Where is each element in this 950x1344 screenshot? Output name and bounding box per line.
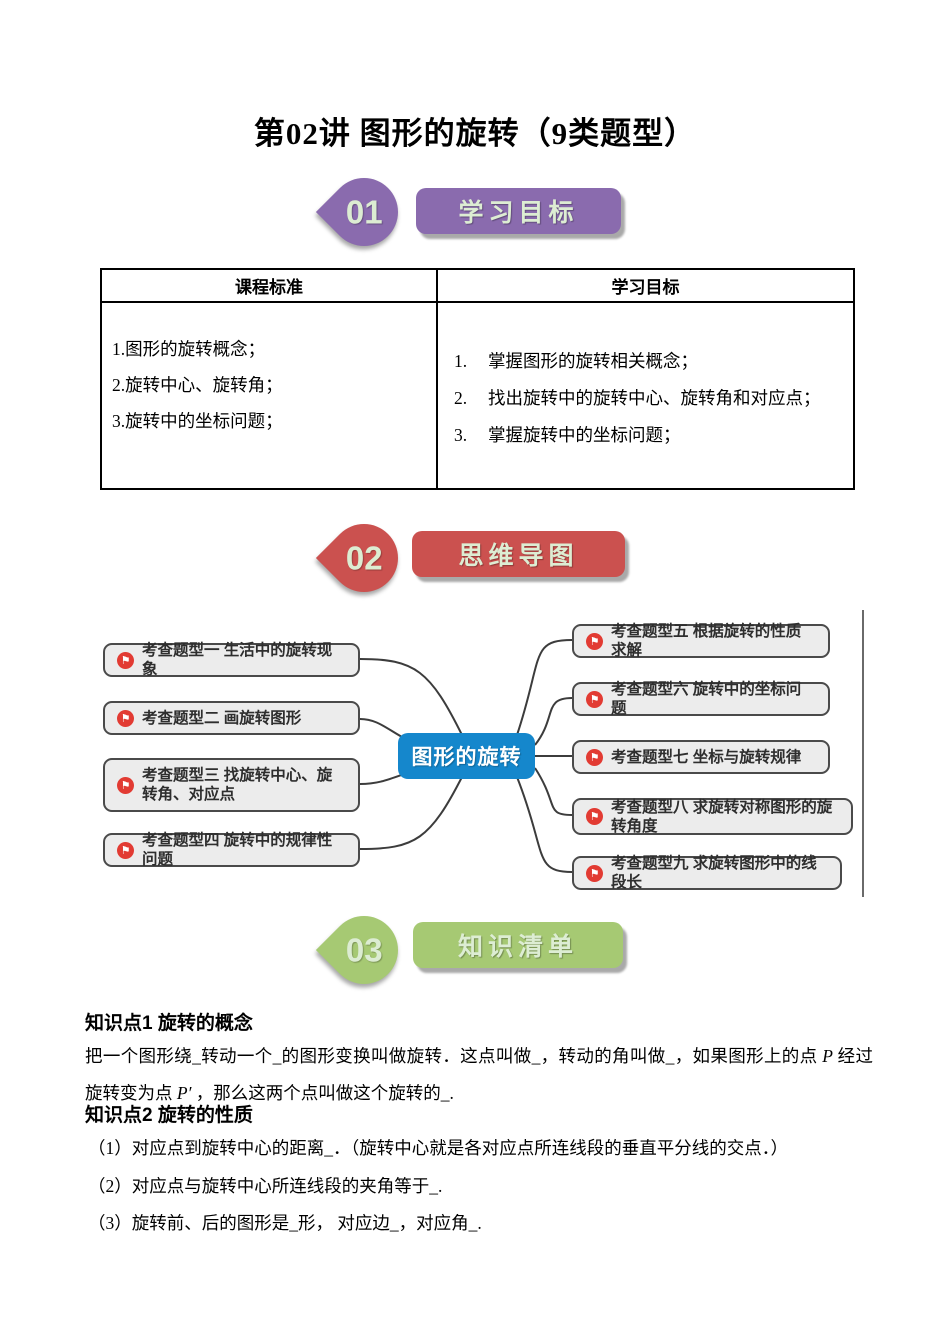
table-header-row: 课程标准 学习目标 [102, 270, 853, 303]
table-cell-goals: 1. 掌握图形的旋转相关概念； 2. 找出旋转中的旋转中心、旋转角和对应点； 3… [438, 303, 853, 490]
section-01-label: 学习目标 [458, 199, 579, 227]
goal-item-text: 掌握旋转中的坐标问题； [488, 425, 681, 445]
goal-item-text: 掌握图形的旋转相关概念； [488, 351, 698, 371]
section-03-number: 03 [345, 931, 383, 968]
goal-item-number: 3. [454, 425, 468, 445]
flag-icon: ⚑ [117, 651, 134, 669]
standards-item: 1.图形的旋转概念； [112, 339, 266, 359]
paragraph-text: ，那么这两个点叫做这个旋转的_. [195, 1083, 454, 1103]
paragraph-text: 经过旋转变为点 [85, 1046, 874, 1103]
section-02-label: 思维导图 [458, 542, 579, 570]
knowledge-point-1-heading: 知识点1 旋转的概念 [85, 1013, 253, 1034]
property-item-1: （1）对应点到旋转中心的距离_．（旋转中心就是各对应点所连线段的垂直平分线的交点… [88, 1138, 788, 1158]
goal-item-number: 1. [454, 351, 468, 371]
section-02-badge: 02 [315, 509, 413, 607]
goal-item: 2. 找出旋转中的旋转中心、旋转角和对应点； [454, 380, 853, 417]
mindmap-node-type8: ⚑ 考查题型八 求旋转对称图形的旋转角度 [572, 798, 853, 835]
mindmap-node-label: 考查题型八 求旋转对称图形的旋转角度 [611, 798, 833, 835]
flag-icon: ⚑ [586, 632, 603, 650]
mindmap-node-type9: ⚑ 考查题型九 求旋转图形中的线段长 [572, 855, 842, 891]
mindmap-node-type5: ⚑ 考查题型五 根据旋转的性质求解 [572, 623, 830, 659]
goal-item-number: 2. [454, 388, 468, 408]
mindmap-center-label: 图形的旋转 [411, 746, 522, 769]
standards-item: 3.旋转中的坐标问题； [112, 411, 283, 431]
flag-icon: ⚑ [117, 841, 134, 859]
section-02-number: 02 [345, 539, 383, 576]
knowledge-point-1-paragraph: 把一个图形绕_转动一个_的图形变换叫做旋转．这点叫做_，转动的角叫做_，如果图形… [85, 1038, 873, 1112]
mindmap-center-node: 图形的旋转 [398, 733, 535, 779]
goal-item: 1. 掌握图形的旋转相关概念； [454, 343, 853, 380]
mindmap-node-type2: ⚑ 考查题型二 画旋转图形 [103, 701, 360, 735]
flag-icon: ⚑ [586, 690, 603, 708]
objectives-table: 课程标准 学习目标 1.图形的旋转概念； 2.旋转中心、旋转角； 3.旋转中的坐… [100, 268, 855, 490]
flag-icon: ⚑ [117, 709, 134, 727]
section-03-label: 知识清单 [457, 933, 578, 961]
knowledge-point-2-heading: 知识点2 旋转的性质 [85, 1105, 253, 1126]
page-title: 第02讲 图形的旋转（9类题型） [253, 116, 697, 151]
section-01-badge: 01 [315, 163, 413, 261]
mindmap-node-label: 考查题型二 画旋转图形 [142, 709, 302, 727]
mindmap-node-type1: ⚑ 考查题型一 生活中的旋转现象 [103, 642, 360, 678]
table-body-row: 1.图形的旋转概念； 2.旋转中心、旋转角； 3.旋转中的坐标问题； 1. 掌握… [102, 303, 853, 490]
mindmap-node-type4: ⚑ 考查题型四 旋转中的规律性问题 [103, 832, 360, 868]
section-03-banner: 知识清单 [413, 922, 623, 968]
table-cell-standards: 1.图形的旋转概念； 2.旋转中心、旋转角； 3.旋转中的坐标问题； [102, 303, 438, 490]
mindmap-node-label: 考查题型九 求旋转图形中的线段长 [611, 855, 817, 891]
flag-icon: ⚑ [586, 808, 603, 825]
mindmap-node-label: 考查题型四 旋转中的规律性问题 [142, 832, 333, 868]
property-item-2: （2）对应点与旋转中心所连线段的夹角等于_. [88, 1176, 443, 1196]
mindmap-node-label: 考查题型七 坐标与旋转规律 [611, 748, 802, 766]
math-variable-p-prime: P′ [176, 1083, 192, 1103]
flag-icon: ⚑ [586, 864, 603, 882]
table-header-right: 学习目标 [611, 278, 680, 297]
section-03-badge: 03 [315, 901, 413, 999]
paragraph-text: 把一个图形绕_转动一个_的图形变换叫做旋转．这点叫做_，转动的角叫做_，如果图形… [85, 1046, 818, 1066]
mindmap-node-type3: ⚑ 考查题型三 找旋转中心、旋转角、对应点 [103, 758, 360, 812]
mindmap-node-type6: ⚑ 考查题型六 旋转中的坐标问题 [572, 681, 830, 717]
standards-item: 2.旋转中心、旋转角； [112, 375, 283, 395]
mindmap-node-label: 考查题型五 根据旋转的性质求解 [611, 623, 802, 659]
property-item-3: （3）旋转前、后的图形是_形， 对应边_，对应角_. [88, 1213, 482, 1233]
mindmap-node-label: 考查题型一 生活中的旋转现象 [142, 642, 333, 678]
goal-item-text: 找出旋转中的旋转中心、旋转角和对应点； [488, 388, 821, 408]
mindmap-node-type7: ⚑ 考查题型七 坐标与旋转规律 [572, 740, 830, 774]
section-01-number: 01 [345, 193, 383, 230]
section-02-banner: 思维导图 [412, 531, 625, 577]
mindmap-node-label: 考查题型三 找旋转中心、旋转角、对应点 [142, 767, 333, 803]
flag-icon: ⚑ [117, 776, 134, 794]
goal-item: 3. 掌握旋转中的坐标问题； [454, 417, 853, 454]
flag-icon: ⚑ [586, 748, 603, 766]
table-header-left: 课程标准 [102, 270, 438, 301]
section-01-banner: 学习目标 [416, 188, 621, 234]
mindmap-node-label: 考查题型六 旋转中的坐标问题 [611, 681, 802, 717]
math-variable-p: P [822, 1046, 833, 1066]
